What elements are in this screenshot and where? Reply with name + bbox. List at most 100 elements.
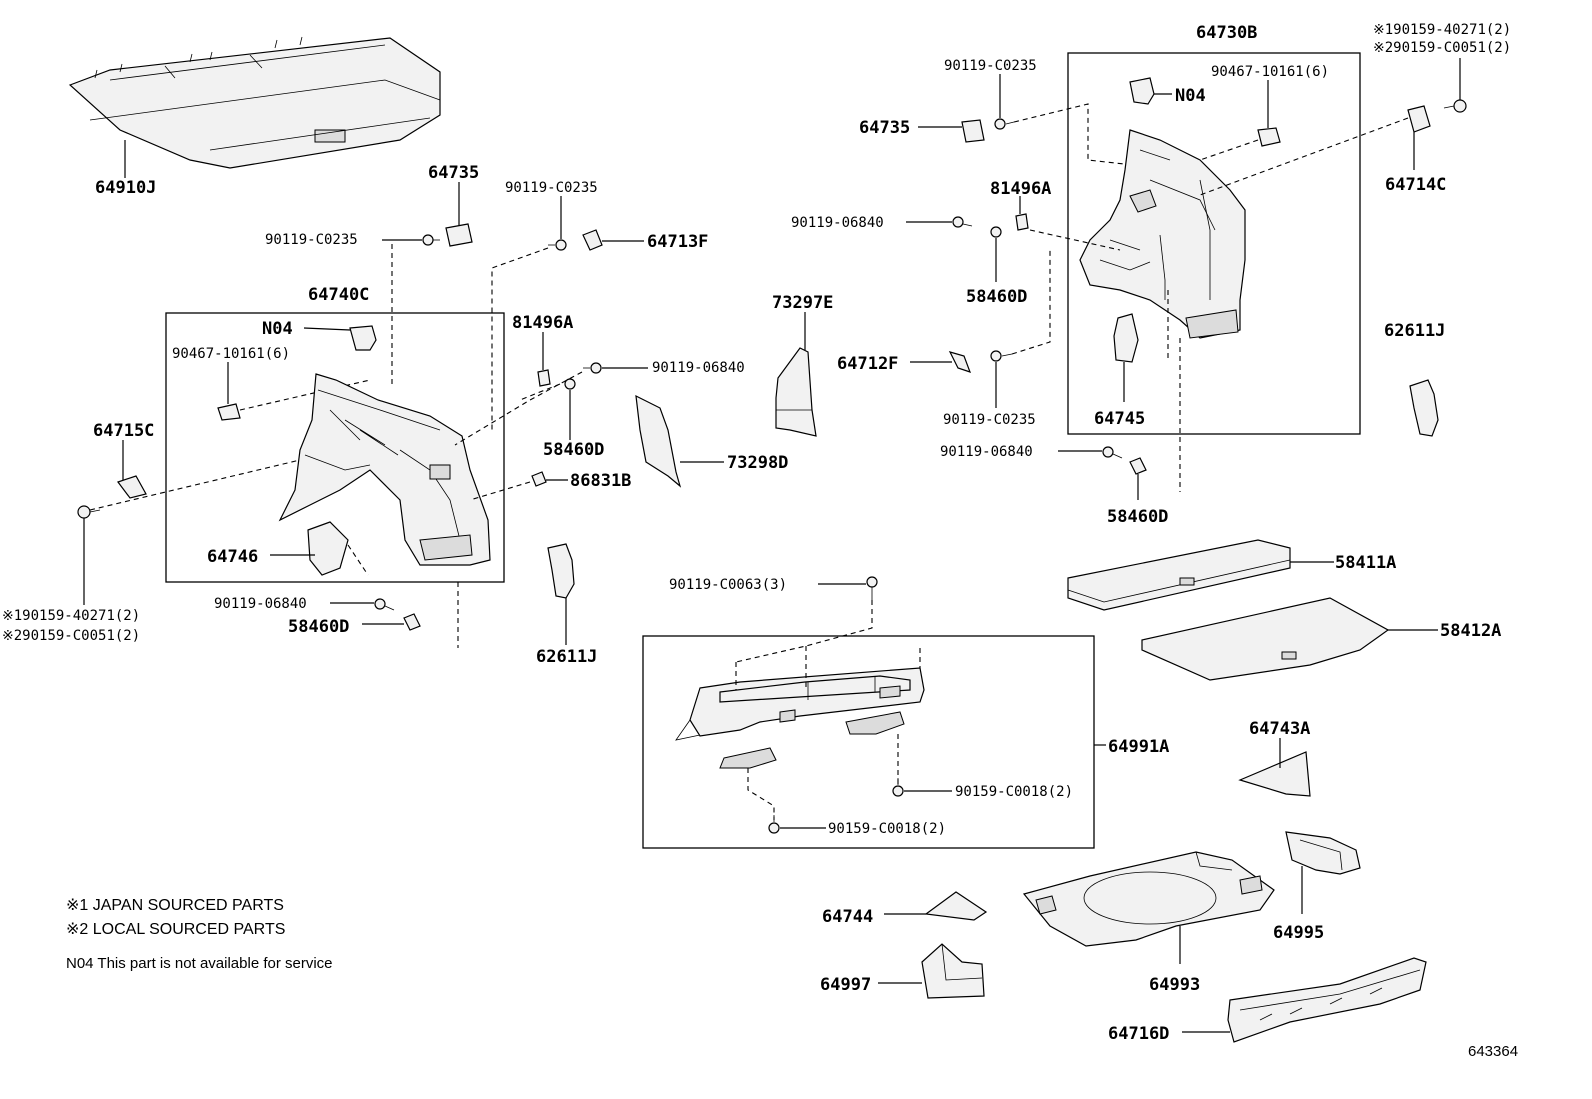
bracket-64735-drawing <box>445 223 473 247</box>
label-62611J-b: 62611J <box>1384 321 1445 341</box>
label-64744: 64744 <box>822 907 873 927</box>
label-86831B: 86831B <box>570 471 631 491</box>
cover-62611J-drawing <box>1409 379 1439 437</box>
dash-line <box>1013 103 1161 169</box>
leader-N04-a <box>303 327 351 331</box>
dash-line <box>1199 139 1259 161</box>
label-64714C: 64714C <box>1385 175 1446 195</box>
quarter-trim-panel-right-drawing <box>1079 129 1246 339</box>
bolt-drawing <box>1443 99 1467 113</box>
label-62611J-a: 62611J <box>536 647 597 667</box>
label-81496A-b: 81496A <box>990 179 1051 199</box>
dash-line <box>747 768 775 820</box>
assembly-box-64991A <box>642 635 1095 849</box>
dash-line <box>519 383 561 401</box>
screw-drawing <box>548 239 567 251</box>
pad-64743A-drawing <box>1238 751 1311 797</box>
assembly-box-64740C <box>165 312 505 583</box>
label-N04-a: N04 <box>262 319 293 339</box>
label-90119-C0235-c: 90119-C0235 <box>944 58 1037 74</box>
label-64712F: 64712F <box>837 354 898 374</box>
nut-58460D-drawing <box>1129 457 1147 475</box>
label-90119-C0063: 90119-C0063(3) <box>669 577 787 593</box>
label-58460D-a: 58460D <box>543 440 604 460</box>
deck-box-64991A-drawing <box>675 667 925 769</box>
label-90467-a: 90467-10161(6) <box>172 346 290 362</box>
clip-81496A-drawing <box>1015 213 1029 231</box>
nut-58460D-drawing <box>564 378 576 390</box>
label-90119-06840-c: 90119-06840 <box>791 215 884 231</box>
label-64740C: 64740C <box>308 285 369 305</box>
clip-64713F-drawing <box>582 229 603 251</box>
label-64991A: 64991A <box>1108 737 1169 757</box>
clip-90467-drawing <box>1257 127 1281 147</box>
label-58412A: 58412A <box>1440 621 1501 641</box>
label-81496A-a: 81496A <box>512 313 573 333</box>
dash-line <box>1029 229 1121 251</box>
pad-64744-drawing <box>924 891 988 921</box>
label-64745: 64745 <box>1094 409 1145 429</box>
dash-line <box>1011 250 1051 355</box>
label-64993: 64993 <box>1149 975 1200 995</box>
label-90159-C0018-b: 90159-C0018(2) <box>828 821 946 837</box>
bracket-64715C-drawing <box>117 475 147 499</box>
label-58411A: 58411A <box>1335 553 1396 573</box>
label-90119-C0235-a: 90119-C0235 <box>265 232 358 248</box>
screw-drawing <box>994 118 1015 130</box>
screw-drawing <box>583 362 602 374</box>
note-japan-sourced: ※1 JAPAN SOURCED PARTS <box>66 897 284 914</box>
bolt-drawing <box>77 505 101 519</box>
clip-90467-drawing <box>217 403 241 421</box>
cover-62611J-drawing <box>547 543 575 599</box>
label-64743A: 64743A <box>1249 719 1310 739</box>
dash-line <box>454 371 583 446</box>
panel-73298D-drawing <box>635 394 682 488</box>
label-73298D: 73298D <box>727 453 788 473</box>
bracket-64714C-drawing <box>1407 105 1431 133</box>
quarter-trim-panel-left-drawing <box>278 373 491 566</box>
label-190159-b: ※190159-40271(2) <box>1373 22 1511 38</box>
label-58460D-d: 58460D <box>1107 507 1168 527</box>
label-64997: 64997 <box>820 975 871 995</box>
screw-drawing <box>374 598 395 611</box>
screw-drawing <box>1102 446 1123 459</box>
dash-line <box>491 247 549 430</box>
label-290159-a: ※290159-C0051(2) <box>2 628 140 644</box>
label-73297E: 73297E <box>772 293 833 313</box>
label-190159-a: ※190159-40271(2) <box>2 608 140 624</box>
clip-64712F-drawing <box>948 351 972 373</box>
clip-86831B-drawing <box>531 471 547 487</box>
dash-line <box>1199 117 1409 196</box>
screw-drawing <box>952 216 973 228</box>
bracket-64735-drawing <box>961 119 985 143</box>
bolt-drawing <box>866 576 878 600</box>
note-n04: N04 This part is not available for servi… <box>66 955 333 972</box>
label-64735-a: 64735 <box>428 163 479 183</box>
scuff-plate-64716D-drawing <box>1227 957 1427 1043</box>
label-90119-06840-b: 90119-06840 <box>214 596 307 612</box>
clip-81496A-drawing <box>537 369 551 387</box>
label-90119-06840-a: 90119-06840 <box>652 360 745 376</box>
mat-58411A-drawing <box>1067 539 1291 611</box>
box-64995-drawing <box>1285 831 1361 875</box>
label-64730B: 64730B <box>1196 23 1257 43</box>
pad-64745-drawing <box>1113 313 1139 363</box>
label-90119-06840-d: 90119-06840 <box>940 444 1033 460</box>
assembly-box-64730B <box>1067 52 1361 435</box>
panel-73297E-drawing <box>775 347 817 437</box>
label-290159-b: ※290159-C0051(2) <box>1373 40 1511 56</box>
screw-drawing <box>990 350 1013 362</box>
label-90467-b: 90467-10161(6) <box>1211 64 1329 80</box>
label-N04-b: N04 <box>1175 86 1206 106</box>
dash-line <box>735 600 873 663</box>
label-90119-C0235-b: 90119-C0235 <box>505 180 598 196</box>
label-90159-C0018-a: 90159-C0018(2) <box>955 784 1073 800</box>
n04-part-drawing <box>349 325 377 351</box>
dash-line <box>347 544 369 576</box>
dash-line <box>469 481 531 501</box>
label-64995: 64995 <box>1273 923 1324 943</box>
label-64713F: 64713F <box>647 232 708 252</box>
box-64997-drawing <box>921 943 985 999</box>
screw-drawing <box>422 234 440 246</box>
nut-58460D-drawing <box>403 613 421 631</box>
